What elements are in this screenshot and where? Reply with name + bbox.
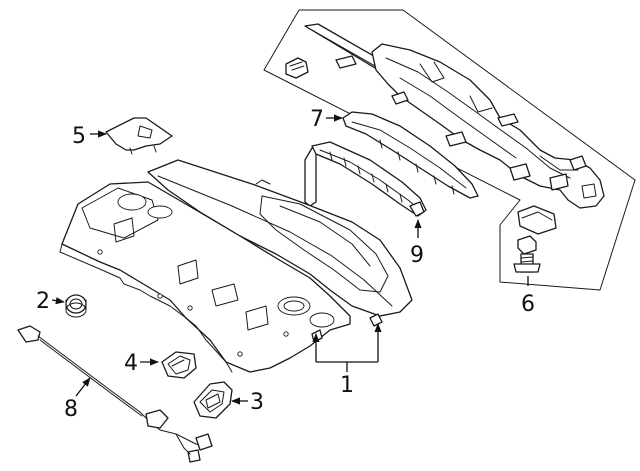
leader-8 xyxy=(75,377,91,397)
support-frame xyxy=(304,141,427,217)
callout-6: 6 xyxy=(521,292,535,317)
callout-1: 1 xyxy=(340,373,354,398)
package-tray xyxy=(59,159,413,373)
callout-8: 8 xyxy=(64,397,78,422)
callout-9: 9 xyxy=(410,243,424,268)
callout-5: 5 xyxy=(72,124,86,149)
leader-2 xyxy=(51,297,65,305)
bolt xyxy=(513,235,541,273)
bracket-clip-small xyxy=(517,205,557,235)
grommet xyxy=(65,294,87,318)
trim-strip xyxy=(342,111,479,199)
bracket-body xyxy=(371,43,605,209)
lamp-housing xyxy=(193,381,233,419)
corner-trim xyxy=(105,117,173,155)
callout-7: 7 xyxy=(310,107,324,132)
callout-2: 2 xyxy=(36,289,50,314)
wiring-harness xyxy=(17,325,213,463)
small-cover xyxy=(161,351,197,379)
bracket-assembly-group xyxy=(263,9,636,291)
callout-4: 4 xyxy=(124,351,138,376)
callout-3: 3 xyxy=(250,390,264,415)
